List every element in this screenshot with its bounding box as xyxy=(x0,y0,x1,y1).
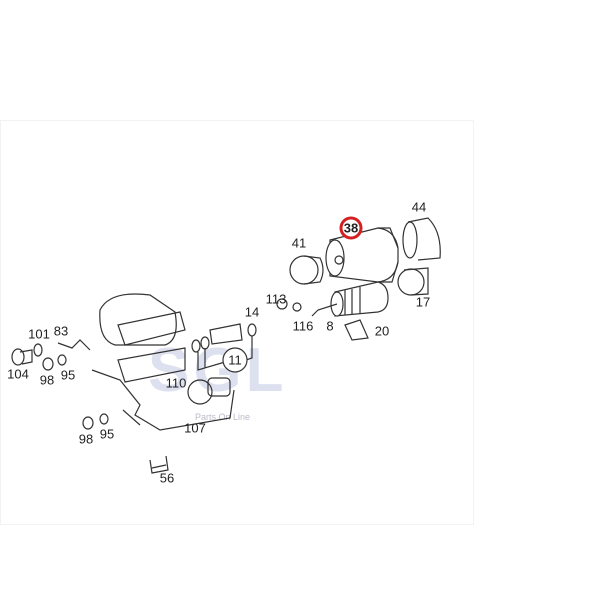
part-label[interactable]: 44 xyxy=(411,199,427,215)
highlight-ring xyxy=(339,216,363,240)
part-label[interactable]: 11 xyxy=(228,352,242,368)
part-label[interactable]: 107 xyxy=(184,420,206,436)
part-label[interactable]: 14 xyxy=(244,304,260,320)
part-label[interactable]: 110 xyxy=(165,375,187,391)
fuel-filters-and-lines xyxy=(11,293,257,474)
part-label[interactable]: 113 xyxy=(265,291,287,307)
fuel-pump-assembly xyxy=(276,217,441,341)
watermark-logo: SGL xyxy=(148,336,288,405)
part-label[interactable]: 95 xyxy=(99,426,115,442)
part-label[interactable]: 104 xyxy=(7,366,29,382)
watermark-tagline: Parts On Line xyxy=(195,412,251,422)
part-label[interactable]: 41 xyxy=(291,235,307,251)
part-label[interactable]: 8 xyxy=(326,318,334,334)
part-label[interactable]: 20 xyxy=(374,323,390,339)
part-label[interactable]: 98 xyxy=(39,372,55,388)
part-label[interactable]: 101 xyxy=(28,326,50,342)
diagram-frame xyxy=(0,120,474,525)
part-label[interactable]: 17 xyxy=(415,294,431,310)
part-label[interactable]: 98 xyxy=(78,431,94,447)
part-label[interactable]: 95 xyxy=(60,367,76,383)
part-label[interactable]: 83 xyxy=(53,323,69,339)
part-label[interactable]: 116 xyxy=(292,318,314,334)
part-label-highlighted[interactable]: 38 xyxy=(343,220,359,236)
part-label[interactable]: 56 xyxy=(159,470,175,486)
